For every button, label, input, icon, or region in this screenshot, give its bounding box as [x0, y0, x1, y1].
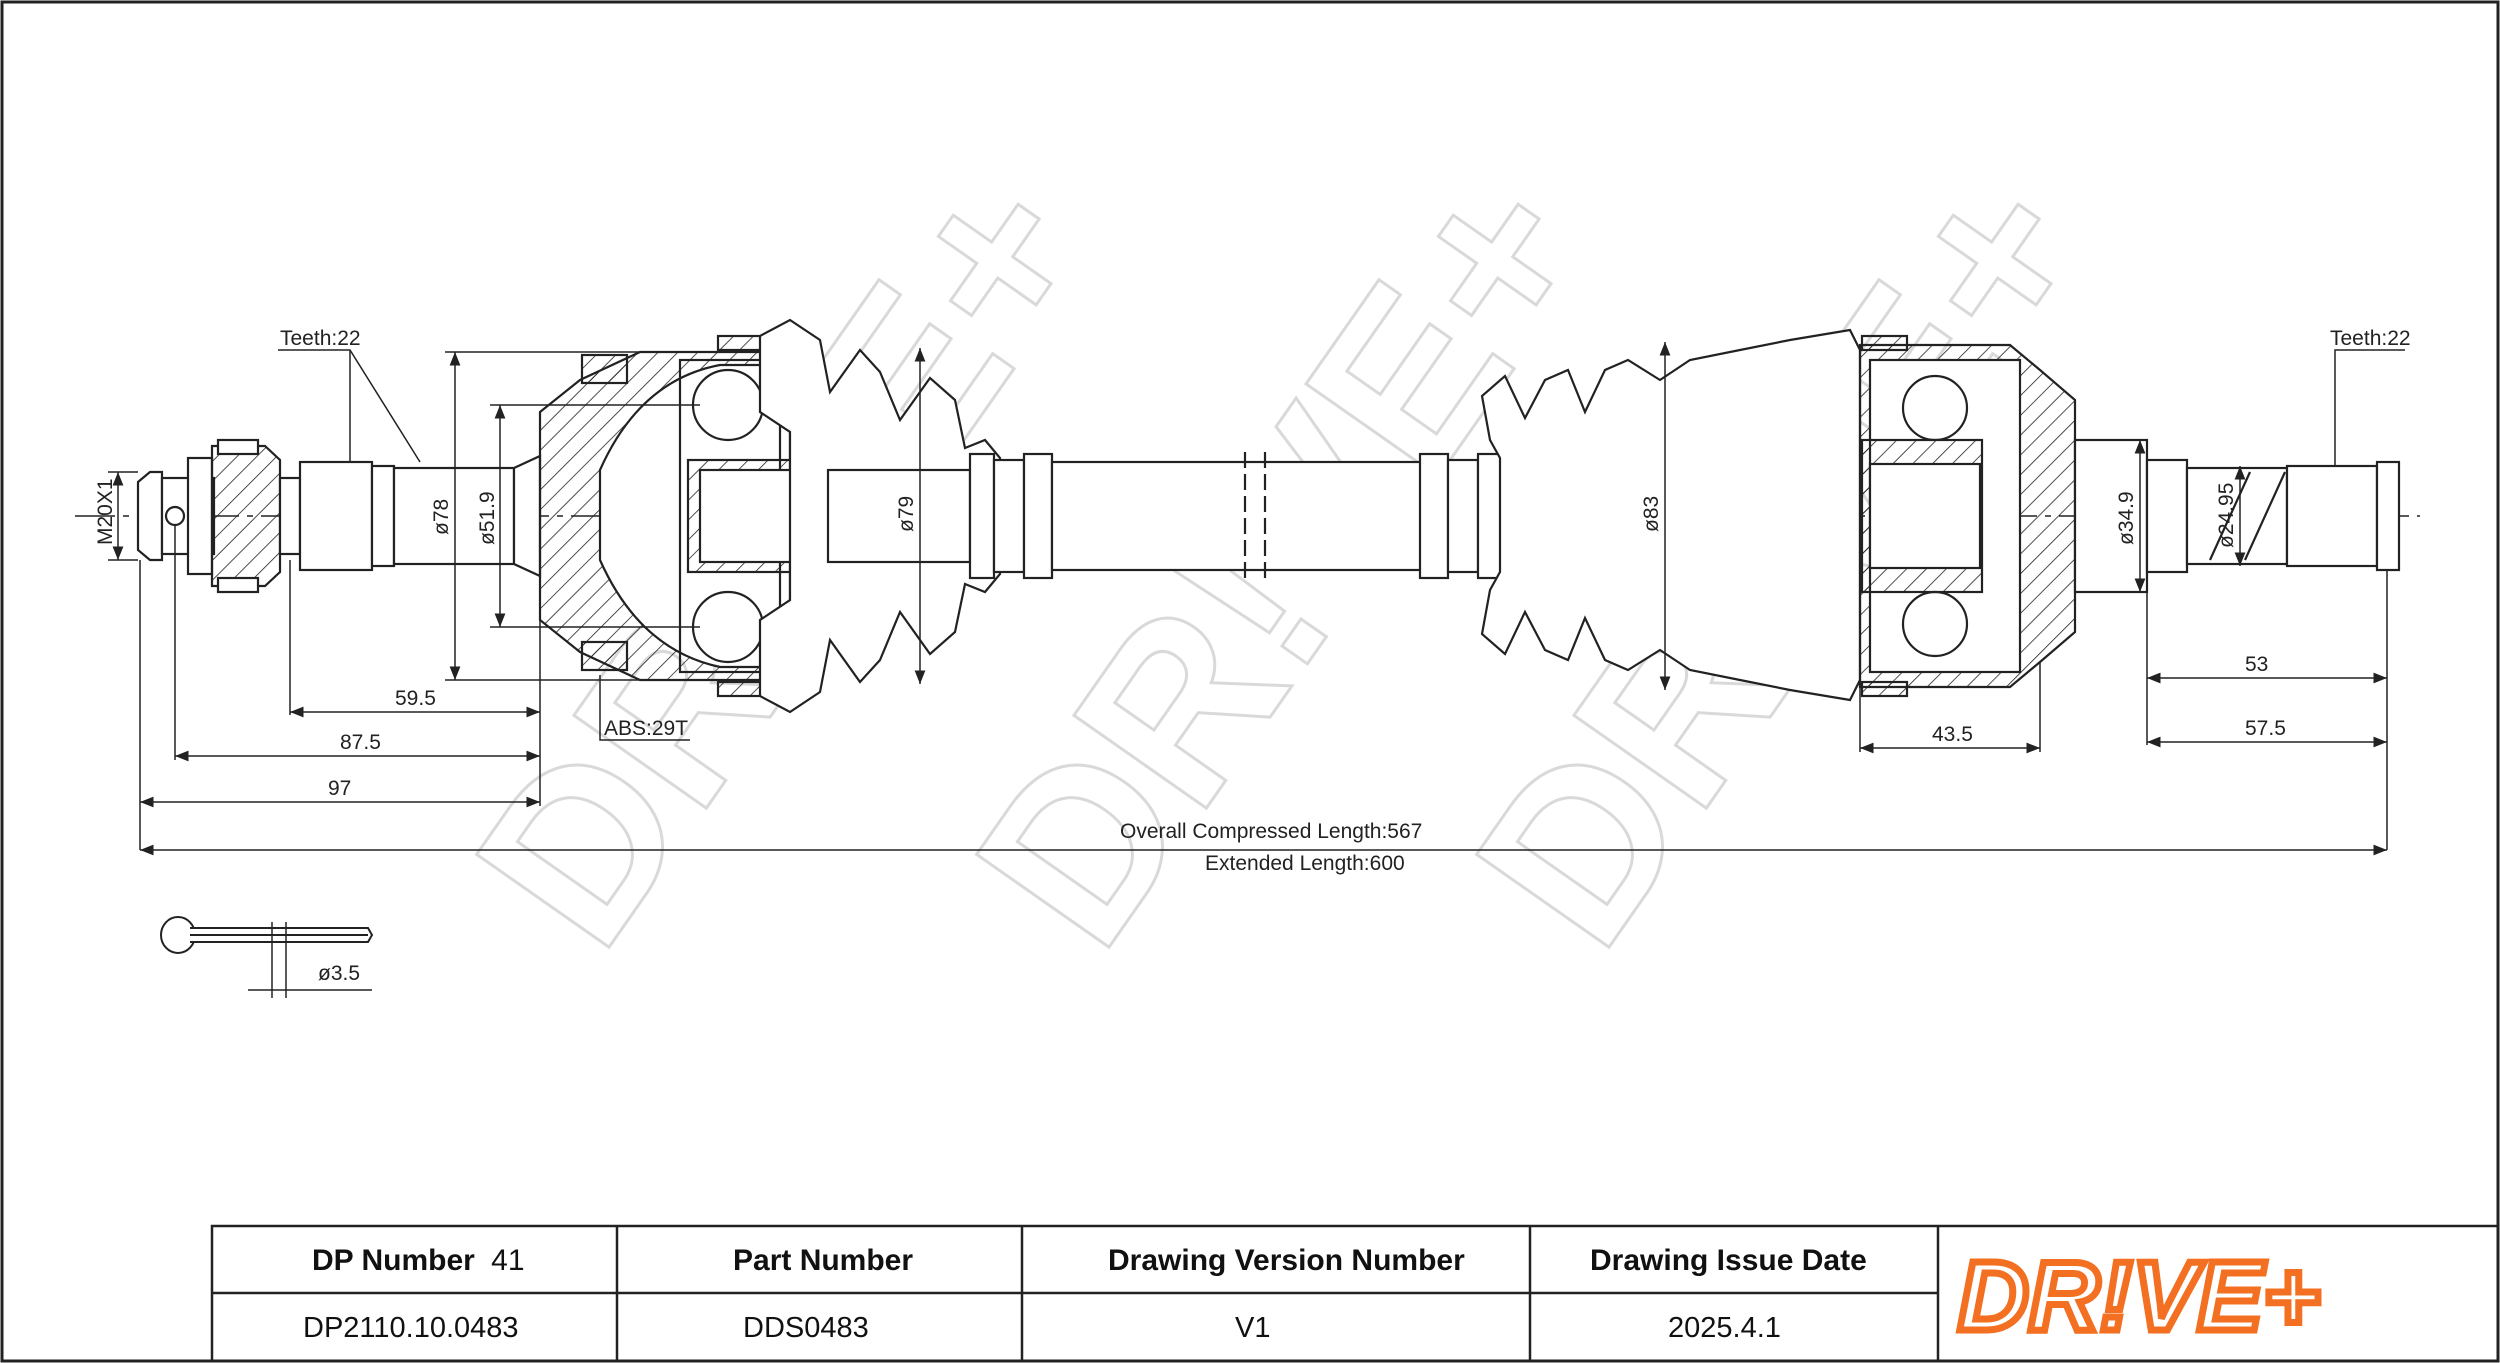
stub-flare	[512, 454, 542, 578]
drive-logo: DR!VE+	[1955, 1238, 2324, 1355]
part-number-header: Part Number	[733, 1244, 913, 1277]
roller-top	[1901, 374, 1969, 442]
right-spline	[2285, 464, 2379, 568]
d79-label: ø79	[895, 496, 918, 532]
drive-logo-text: DR!VE+	[1958, 1241, 2320, 1351]
dp-number-header: DP Number 41	[312, 1244, 525, 1277]
part-number-cell: DDS0483	[743, 1312, 869, 1344]
shaft-center	[1050, 460, 1462, 572]
d34-9-label: ø34.9	[2115, 491, 2138, 545]
leader-abs	[599, 675, 690, 741]
cotter-pin-detail	[160, 916, 374, 998]
nut-slot-bottom	[216, 576, 260, 594]
issue-date-header: Drawing Issue Date	[1590, 1244, 1867, 1277]
abs-section	[370, 464, 396, 568]
nut-slot-top	[216, 438, 260, 456]
damper-left-1	[968, 452, 996, 580]
abs-label: ABS:29T	[604, 717, 688, 740]
spline-section	[298, 460, 374, 572]
d83-label: ø83	[1640, 496, 1663, 532]
cotter-d3-5-label: ø3.5	[318, 962, 360, 985]
version-header: Drawing Version Number	[1108, 1244, 1465, 1277]
dim-53-label: 53	[2245, 653, 2268, 676]
d51-9-label: ø51.9	[476, 491, 499, 545]
abs-ring-top	[580, 353, 629, 385]
spline-helix-2	[2243, 471, 2287, 561]
title-block	[210, 1224, 2500, 1363]
outer-cv-joint	[538, 334, 830, 698]
overall-compressed-label: Overall Compressed Length:567	[1120, 820, 1422, 843]
inner-cv-joint	[1858, 334, 2077, 698]
extended-length-label: Extended Length:600	[1205, 852, 1405, 875]
dim-57-5-label: 57.5	[2245, 717, 2286, 740]
leader-teeth-right	[2334, 349, 2405, 466]
thread-label: M20X1	[94, 478, 117, 545]
clamp-right-bottom	[1860, 680, 1909, 698]
thread-tip	[136, 470, 164, 562]
version-cell: V1	[1235, 1312, 1270, 1344]
ball-bottom	[691, 590, 765, 664]
right-shoulder	[2145, 458, 2189, 574]
dp-number-label: DP Number	[312, 1244, 475, 1277]
damper-right-3	[1476, 452, 1504, 580]
spline-shaft	[278, 476, 302, 556]
dim-87-5-label: 87.5	[340, 731, 381, 754]
ball-top	[691, 368, 765, 442]
dim-59-5-label: 59.5	[395, 687, 436, 710]
dim-97-label: 97	[328, 777, 351, 800]
right-tip	[2375, 460, 2401, 572]
clamp-right-top	[1860, 334, 1909, 352]
issue-date-cell: 2025.4.1	[1668, 1312, 1781, 1344]
dim-43-5-label: 43.5	[1932, 723, 1973, 746]
teeth-right-label: Teeth:22	[2330, 327, 2411, 350]
damper-left-2	[992, 458, 1026, 574]
castle-nut	[210, 444, 282, 588]
leader-teeth-left	[278, 349, 421, 463]
abs-ring-bottom	[580, 640, 629, 672]
washer	[186, 456, 214, 576]
cotter-pin-head	[160, 916, 196, 954]
roller-bottom	[1901, 590, 1969, 658]
dp-number-value: 41	[491, 1244, 524, 1277]
dp-number-cell: DP2110.10.0483	[303, 1312, 519, 1344]
damper-right-2	[1446, 458, 1480, 574]
damper-right-1	[1418, 452, 1450, 580]
pin-hole	[164, 505, 186, 527]
damper-left-3	[1022, 452, 1054, 580]
spider-bore	[1868, 462, 1982, 570]
d78-label: ø78	[430, 499, 453, 535]
dimension-lines	[108, 342, 2405, 856]
teeth-left-label: Teeth:22	[280, 327, 361, 350]
d24-95-label: ø24.95	[2215, 483, 2238, 548]
left-stub	[136, 438, 542, 594]
